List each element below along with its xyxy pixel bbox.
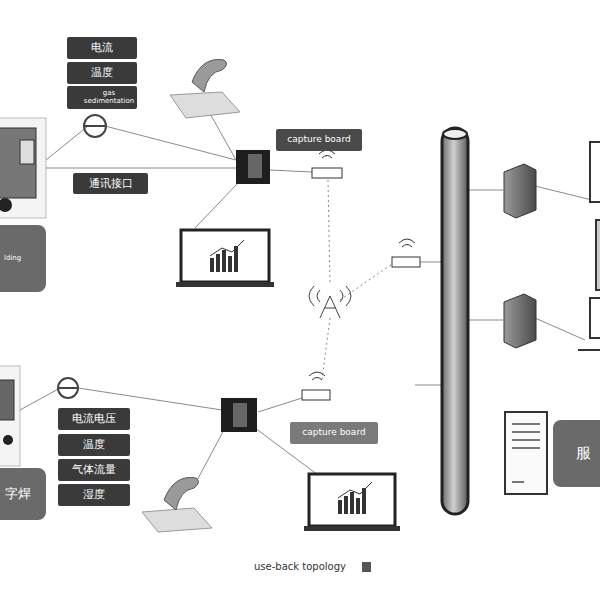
current-sensor	[58, 115, 106, 398]
laptop	[176, 230, 400, 531]
node-text: gas sedimentation	[81, 90, 137, 105]
node-text: 字焊	[5, 487, 31, 501]
device-box: lding	[0, 225, 46, 292]
barcode-scanner	[142, 59, 240, 532]
parameter-label: 电流	[67, 37, 137, 59]
node-text: 温度	[83, 439, 105, 451]
interface-label: 通讯接口	[73, 173, 148, 194]
parameter-label: 电流电压	[58, 408, 130, 430]
server-box: 服	[553, 420, 600, 487]
parameter-label: 温度	[67, 62, 137, 84]
caption-icon	[362, 562, 371, 572]
board-label: capture board	[290, 422, 378, 444]
node-text: 电流电压	[72, 413, 116, 425]
welding-machine	[0, 366, 20, 466]
caption: use-back topology	[0, 561, 600, 572]
client-device	[505, 142, 600, 494]
parameter-label: 湿度	[58, 484, 130, 506]
node-text: 湿度	[83, 489, 105, 501]
parameter-label: 气体流量	[58, 459, 130, 481]
node-text: 电流	[91, 42, 113, 54]
welding-machine	[0, 118, 46, 218]
server	[504, 164, 536, 348]
node-text: 气体流量	[72, 464, 116, 476]
wireless-link	[322, 180, 395, 380]
node-text: 服	[576, 446, 591, 462]
board-label: capture board	[276, 129, 362, 151]
collector	[221, 150, 270, 432]
node-text: 温度	[91, 67, 113, 79]
parameter-label: 温度	[58, 434, 130, 456]
node-text: capture board	[287, 135, 350, 144]
network-bus	[442, 128, 468, 514]
node-text: capture board	[302, 428, 365, 437]
device-box: 字焊	[0, 468, 46, 520]
antenna	[309, 286, 351, 318]
parameter-label: gas sedimentation	[67, 86, 137, 109]
node-text: lding	[4, 255, 21, 262]
wireless-router	[302, 150, 420, 400]
node-text: 通讯接口	[89, 178, 133, 190]
